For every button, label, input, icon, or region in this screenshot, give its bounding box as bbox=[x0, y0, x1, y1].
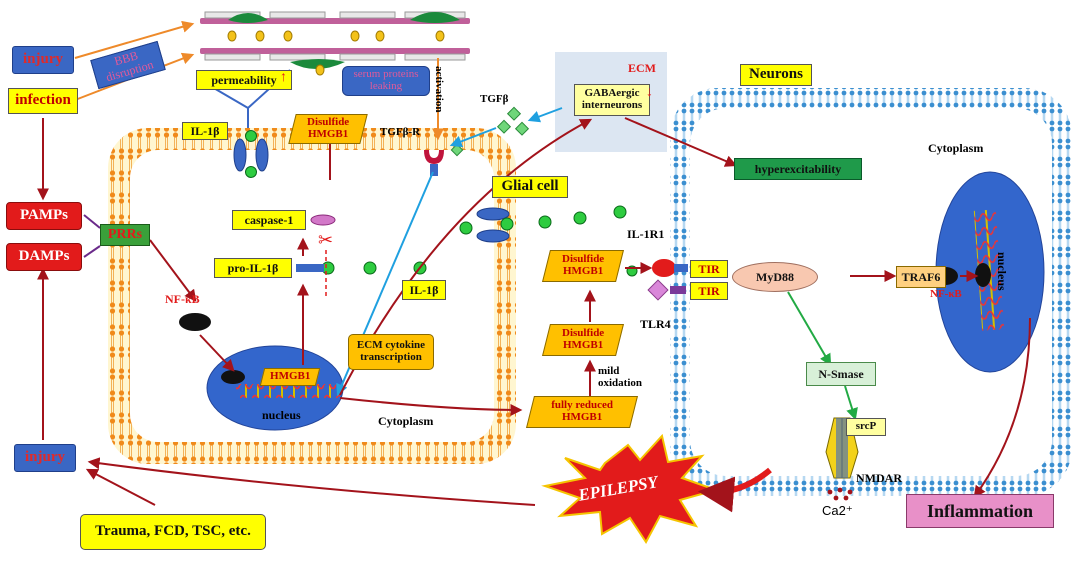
disulfide-hmgb1-top: Disulfide HMGB1 bbox=[288, 114, 368, 144]
ecm-label: ECM bbox=[628, 61, 656, 75]
nfkb-right-label: NF-κB bbox=[930, 288, 962, 300]
nsmase-box: N-Smase bbox=[806, 362, 876, 386]
activation-label: activation bbox=[433, 66, 445, 113]
permeability-box: permeability bbox=[196, 70, 292, 90]
tlr4-label: TLR4 bbox=[640, 317, 671, 331]
pro-il1b-box: pro-IL-1β bbox=[214, 258, 292, 278]
hmgb1-nucleus-box: HMGB1 bbox=[259, 368, 321, 386]
fully-reduced-hmgb1-text: fully reduced HMGB1 bbox=[551, 399, 613, 423]
hyperexcitability-box: hyperexcitability bbox=[734, 158, 862, 180]
disulfide-hmgb1-mid1-text: Disulfide HMGB1 bbox=[561, 253, 605, 277]
il1r1-label: IL-1R1 bbox=[627, 227, 665, 241]
gaba-down-arrow: ↓ bbox=[646, 85, 653, 100]
inflammation-box: Inflammation bbox=[906, 494, 1054, 528]
gaba-interneurons-box: GABAergic interneurons bbox=[574, 84, 650, 116]
injury-bottom-box: injury bbox=[14, 444, 76, 472]
hmgb1-nucleus-text: HMGB1 bbox=[269, 370, 311, 383]
myd88-ellipse: MyD88 bbox=[732, 262, 818, 292]
nmdar-label: NMDAR bbox=[856, 471, 902, 485]
disulfide-hmgb1-mid2: Disulfide HMGB1 bbox=[542, 324, 624, 356]
srcp-box: srcP bbox=[846, 418, 886, 436]
glial-cell-title: Glial cell bbox=[492, 176, 568, 198]
pamps-box: PAMPs bbox=[6, 202, 82, 230]
neurons-title: Neurons bbox=[740, 64, 812, 86]
disulfide-hmgb1-mid2-text: Disulfide HMGB1 bbox=[561, 327, 605, 351]
tir-box-2: TIR bbox=[690, 282, 728, 300]
disulfide-hmgb1-mid1: Disulfide HMGB1 bbox=[542, 250, 624, 282]
tir-box-1: TIR bbox=[690, 260, 728, 278]
permeability-arrow: ↑ bbox=[280, 70, 287, 85]
bbb-endothelium bbox=[200, 11, 470, 78]
ca2-label: Ca2⁺ bbox=[822, 503, 853, 518]
svg-text:✂: ✂ bbox=[318, 230, 333, 251]
nucleus-right-label: nucleus bbox=[995, 252, 1009, 291]
infection-box: infection bbox=[8, 88, 78, 114]
caspase-1-box: caspase-1 bbox=[232, 210, 306, 230]
nucleus-left-label: nucleus bbox=[262, 408, 301, 422]
nucleus-nfkb-oval bbox=[221, 370, 245, 384]
cytoplasm-left-label: Cytoplasm bbox=[378, 414, 434, 428]
disulfide-hmgb1-top-text: Disulfide HMGB1 bbox=[306, 116, 350, 140]
trauma-fcd-tsc-box: Trauma, FCD, TSC, etc. bbox=[80, 514, 266, 550]
epilepsy-burst bbox=[541, 433, 720, 544]
tgfb-label: TGFβ bbox=[480, 93, 509, 105]
ecm-cytokine-box: ECM cytokine transcription bbox=[348, 334, 434, 370]
serum-proteins-box: serum proteins leaking bbox=[342, 66, 430, 96]
il1b-top-box: IL-1β bbox=[182, 122, 228, 140]
damps-box: DAMPs bbox=[6, 243, 82, 271]
tgfbr-label: TGFβ-R bbox=[380, 126, 421, 138]
fully-reduced-hmgb1-box: fully reduced HMGB1 bbox=[526, 396, 638, 428]
mild-oxidation-label: mild oxidation bbox=[598, 365, 643, 389]
traf6-box: TRAF6 bbox=[896, 266, 946, 288]
injury-top-box: injury bbox=[12, 46, 74, 74]
cytoplasm-right-label: Cytoplasm bbox=[928, 141, 984, 155]
nfkb-left-label: NF-κB bbox=[165, 292, 200, 306]
prrs-box: PRRs bbox=[100, 224, 150, 246]
il1b-mid-box: IL-1β bbox=[402, 280, 446, 300]
